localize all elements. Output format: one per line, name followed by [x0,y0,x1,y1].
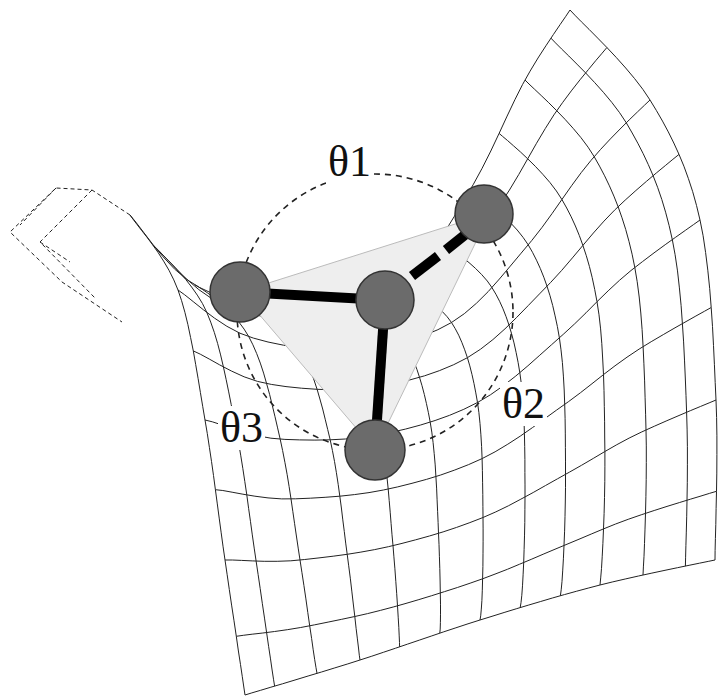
mesh-line [499,133,605,585]
mesh-line [551,38,688,566]
mesh-line [156,248,275,686]
angle-label: θ1 [326,140,373,184]
bonds [240,234,466,450]
mesh-line [245,560,715,695]
angle-label: θ3 [218,406,265,450]
angle-label: θ2 [500,382,547,426]
triangle-face [240,213,490,450]
mesh-line [570,10,717,560]
dashed-circle [237,174,513,450]
mesh-line [225,400,716,561]
hidden-lip [10,188,130,322]
mesh-line [236,491,716,636]
mesh-line [525,80,646,575]
atoms [210,185,513,480]
saddle-mesh [130,10,717,695]
mesh-line [470,190,566,596]
